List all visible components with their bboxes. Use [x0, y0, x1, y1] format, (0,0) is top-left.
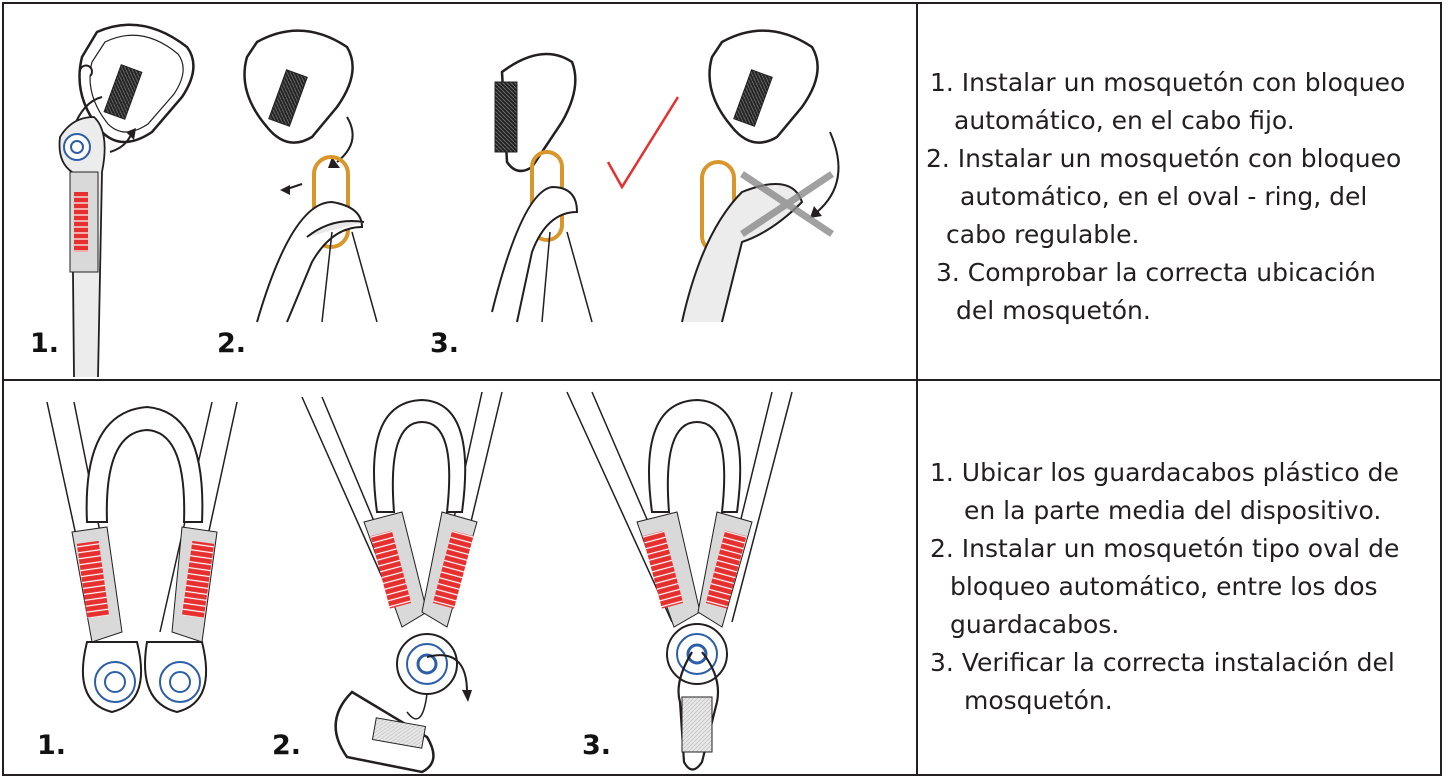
check-mark — [606, 96, 680, 190]
stitching — [74, 192, 88, 252]
top-step2-label: 2. — [217, 328, 246, 359]
bottom-step2-illustration — [301, 391, 503, 774]
instruction-line: del mosquetón. — [956, 296, 1151, 325]
wrong-cross — [740, 171, 834, 237]
instruction-line: 1. Instalar un mosquetón con bloqueo — [930, 68, 1406, 97]
instruction-line: automático, en el oval - ring, del — [960, 182, 1368, 211]
bottom-step1-label: 1. — [37, 730, 66, 761]
instruction-line: 3. Comprobar la correcta ubicación — [936, 258, 1376, 287]
top-step1-label: 1. — [30, 328, 59, 359]
instruction-line: cabo regulable. — [946, 220, 1140, 249]
instruction-line: 1. Ubicar los guardacabos plástico de — [930, 458, 1399, 487]
bottom-step1-illustration — [46, 401, 238, 714]
locking-sleeve — [103, 64, 143, 120]
top-step3-illustration — [491, 29, 840, 323]
instruction-line: 3. Verificar la correcta instalación del — [930, 648, 1395, 677]
instruction-line: mosquetón. — [964, 686, 1113, 715]
top-step1-illustration — [58, 23, 195, 378]
bottom-instructions: 1. Ubicar los guardacabos plástico de en… — [924, 454, 1436, 720]
instruction-line: bloqueo automático, entre los dos — [950, 572, 1378, 601]
instruction-line: en la parte media del dispositivo. — [964, 496, 1382, 525]
top-instructions: 1. Instalar un mosquetón con bloqueo aut… — [924, 64, 1436, 330]
instruction-line: 2. Instalar un mosquetón tipo oval de — [930, 534, 1400, 563]
instruction-line: 2. Instalar un mosquetón con bloqueo — [926, 144, 1402, 173]
carabiner-shape — [78, 23, 195, 144]
bottom-step3-illustration — [566, 391, 793, 771]
bottom-step3-label: 3. — [582, 730, 611, 761]
top-step2-illustration — [243, 29, 378, 323]
bottom-step2-label: 2. — [272, 730, 301, 761]
instruction-line: guardacabos. — [950, 610, 1120, 639]
instruction-line: automático, en el cabo fijo. — [954, 106, 1295, 135]
top-step3-label: 3. — [430, 328, 459, 359]
